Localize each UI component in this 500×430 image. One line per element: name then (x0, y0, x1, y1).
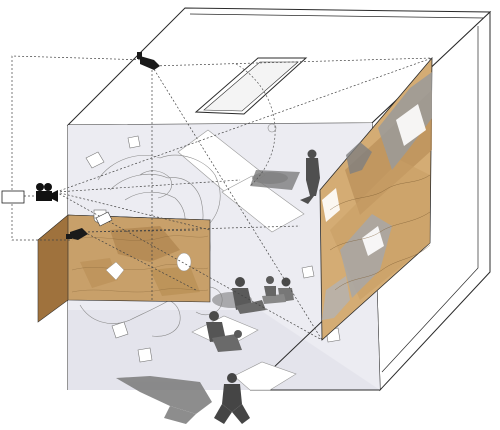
people (116, 149, 320, 424)
video-camera-icon (36, 183, 58, 202)
connector-box-icon (1, 190, 25, 204)
seated-group (206, 276, 294, 352)
standing-person (300, 149, 320, 204)
light-cone-arc (235, 63, 276, 187)
wall-projection (319, 56, 433, 341)
room-right-inner-line (381, 26, 479, 373)
small-projector-icon (95, 211, 113, 227)
wood-block (37, 209, 211, 323)
projector-icon (66, 228, 88, 240)
walking-person (214, 373, 250, 424)
surveillance-camera-icon (137, 52, 160, 70)
walking-person-shadow (116, 376, 212, 424)
paper-sheets (85, 135, 341, 363)
projection-lines (11, 55, 433, 341)
skylight (194, 57, 308, 115)
